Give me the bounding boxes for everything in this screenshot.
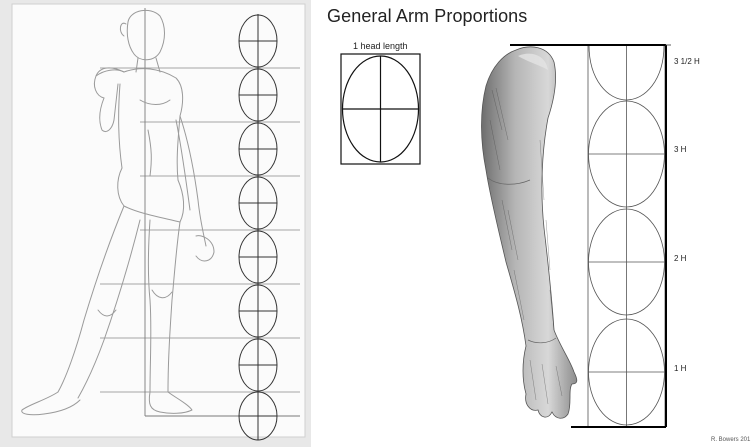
head-length-label: 1 head length	[353, 41, 408, 51]
marker-3-5h: 3 1/2 H	[674, 57, 700, 66]
figure-proportion-sketch	[0, 0, 311, 447]
marker-1h: 1 H	[674, 364, 686, 373]
artist-credit: R. Bowers 201	[711, 437, 750, 443]
marker-2h: 2 H	[674, 254, 686, 263]
diagram-title: General Arm Proportions	[327, 6, 527, 27]
head-length-column	[588, 45, 665, 427]
head-length-box	[341, 54, 420, 164]
arm-proportion-diagram	[316, 0, 751, 447]
marker-3h: 3 H	[674, 145, 686, 154]
arm-drawing	[482, 47, 577, 418]
